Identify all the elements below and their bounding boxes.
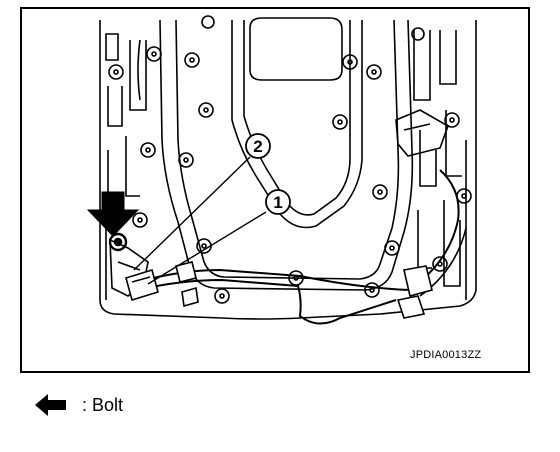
callout-2-label: 2 xyxy=(253,137,262,156)
left-arrow-icon xyxy=(35,394,66,416)
callout-1: 1 xyxy=(265,189,291,215)
legend: : Bolt xyxy=(34,392,123,418)
figure-code: JPDIA0013ZZ xyxy=(410,349,482,361)
bolt-arrow-icon xyxy=(86,191,140,237)
legend-label: Bolt xyxy=(92,394,124,415)
valve-body-drawing xyxy=(99,15,477,325)
callout-2: 2 xyxy=(245,133,271,159)
callout-1-label: 1 xyxy=(273,193,282,212)
legend-separator: : xyxy=(82,394,88,415)
callout-2-leader xyxy=(133,156,251,271)
callout-1-leader xyxy=(147,211,267,285)
